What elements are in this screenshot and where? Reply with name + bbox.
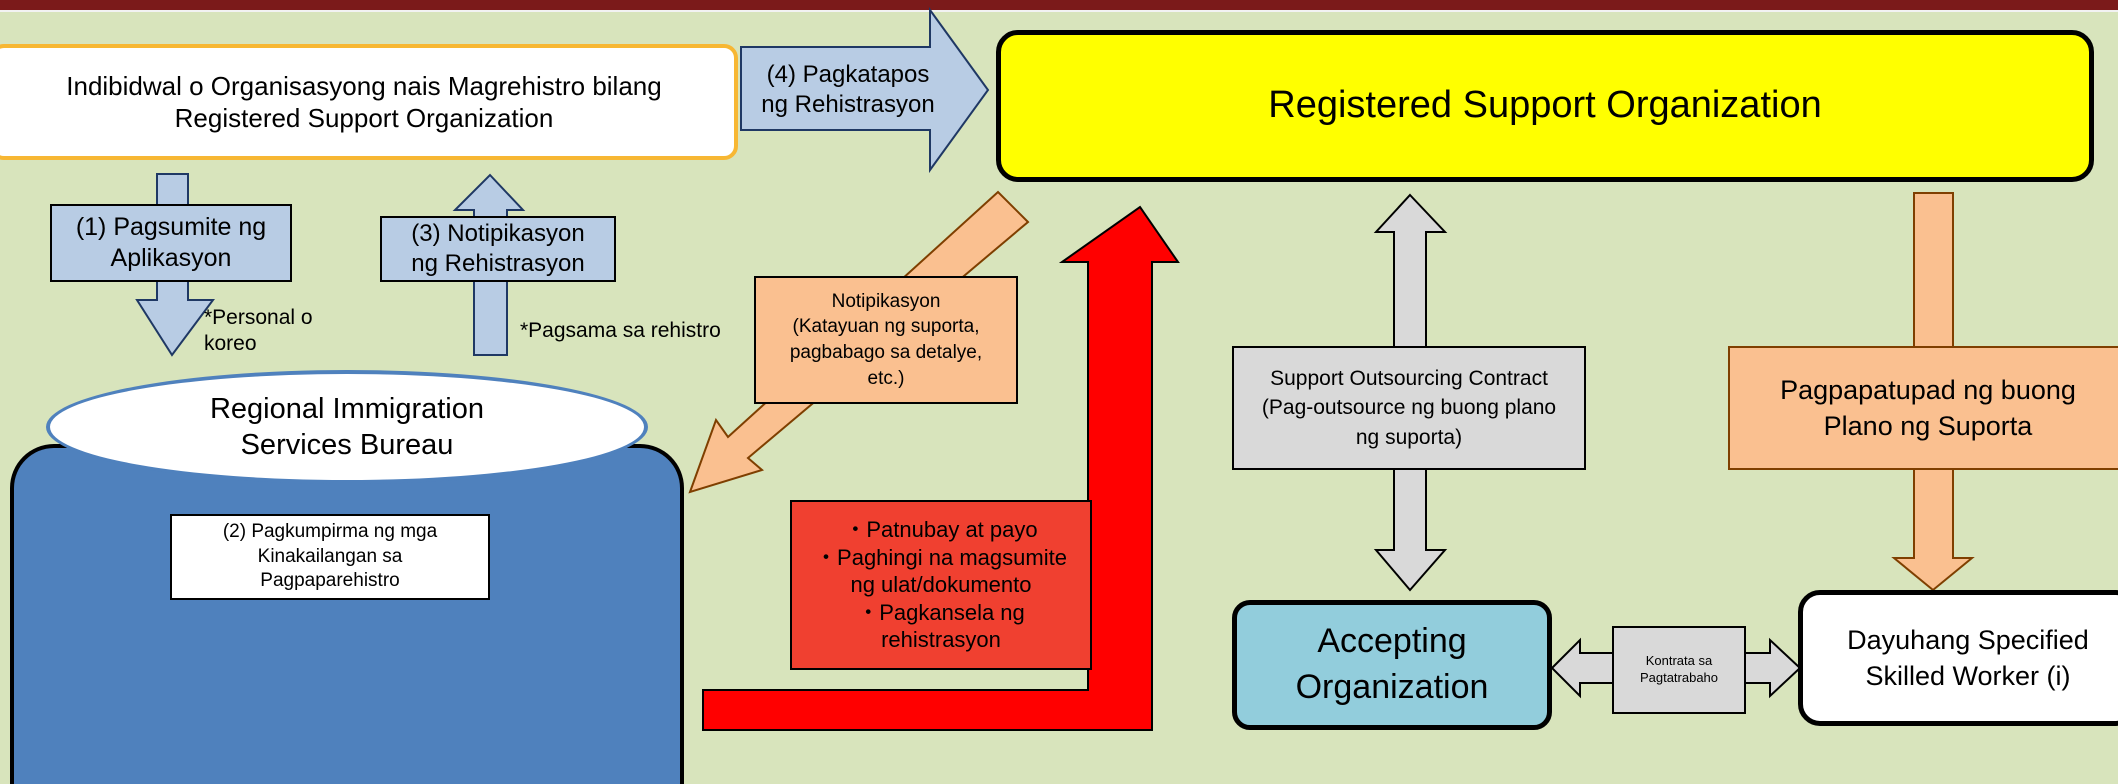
accepting-organization-box: Accepting Organization <box>1232 600 1552 730</box>
post-registration-label: (4) Pagkatapos ng Rehistrasyon <box>761 61 935 118</box>
guidance-item: ・Paghingi na magsumite ng ulat/dokumento <box>815 544 1067 598</box>
requirements-check-box: (2) Pagkumpirma ng mga Kinakailangan sa … <box>170 514 490 600</box>
rso-label: Registered Support Organization <box>1268 84 1822 127</box>
notification-box: Notipikasyon (Katayuan ng suporta, pagba… <box>754 276 1018 404</box>
accepting-organization-label: Accepting Organization <box>1295 622 1489 706</box>
guidance-item: ・Pagkansela ng rehistrasyon <box>857 599 1025 653</box>
support-plan-implementation-label: Pagpapatupad ng buong Plano ng Suporta <box>1780 374 2076 441</box>
registration-notice-note-label: *Pagsama sa rehistro <box>520 318 721 342</box>
guidance-box: ・Patnubay at payo ・Paghingi na magsumite… <box>790 500 1092 670</box>
post-registration-arrow <box>740 6 990 174</box>
post-registration-label-box: (4) Pagkatapos ng Rehistrasyon <box>748 52 948 128</box>
registration-notice-box: (3) Notipikasyon ng Rehistrasyon <box>380 216 616 282</box>
top-border <box>0 0 2118 10</box>
registration-notice-label: (3) Notipikasyon ng Rehistrasyon <box>411 220 585 277</box>
outsourcing-contract-box: Support Outsourcing Contract (Pag-outsou… <box>1232 346 1586 470</box>
submit-application-label: (1) Pagsumite ng Aplikasyon <box>75 212 267 272</box>
employment-contract-box: Kontrata sa Pagtatrabaho <box>1612 626 1746 714</box>
requirements-check-label: (2) Pagkumpirma ng mga Kinakailangan sa … <box>222 520 438 592</box>
worker-box: Dayuhang Specified Skilled Worker (i) <box>1798 590 2118 726</box>
outsourcing-contract-label: Support Outsourcing Contract (Pag-outsou… <box>1261 366 1557 449</box>
top-border-line <box>0 10 2118 12</box>
rso-box: Registered Support Organization <box>996 30 2094 182</box>
support-plan-implementation-box: Pagpapatupad ng buong Plano ng Suporta <box>1728 346 2118 470</box>
bureau-title: Regional Immigration Services Bureau <box>209 392 484 461</box>
submit-note-label: *Personal o koreo <box>204 305 313 355</box>
guidance-item: ・Patnubay at payo <box>844 517 1038 543</box>
notification-label: Notipikasyon (Katayuan ng suporta, pagba… <box>789 290 983 389</box>
applicant-box: Indibidwal o Organisasyong nais Magrehis… <box>0 44 738 160</box>
worker-label: Dayuhang Specified Skilled Worker (i) <box>1847 624 2089 691</box>
employment-contract-label: Kontrata sa Pagtatrabaho <box>1639 653 1719 685</box>
guidance-arrow <box>702 205 1180 731</box>
registration-notice-note: *Pagsama sa rehistro <box>520 314 752 348</box>
bureau-panel <box>10 444 684 784</box>
submit-application-box: (1) Pagsumite ng Aplikasyon <box>50 204 292 282</box>
bureau-title-ellipse: Regional Immigration Services Bureau <box>46 370 648 484</box>
applicant-label: Indibidwal o Organisasyong nais Magrehis… <box>66 70 662 134</box>
submit-note: *Personal o koreo <box>204 300 344 362</box>
